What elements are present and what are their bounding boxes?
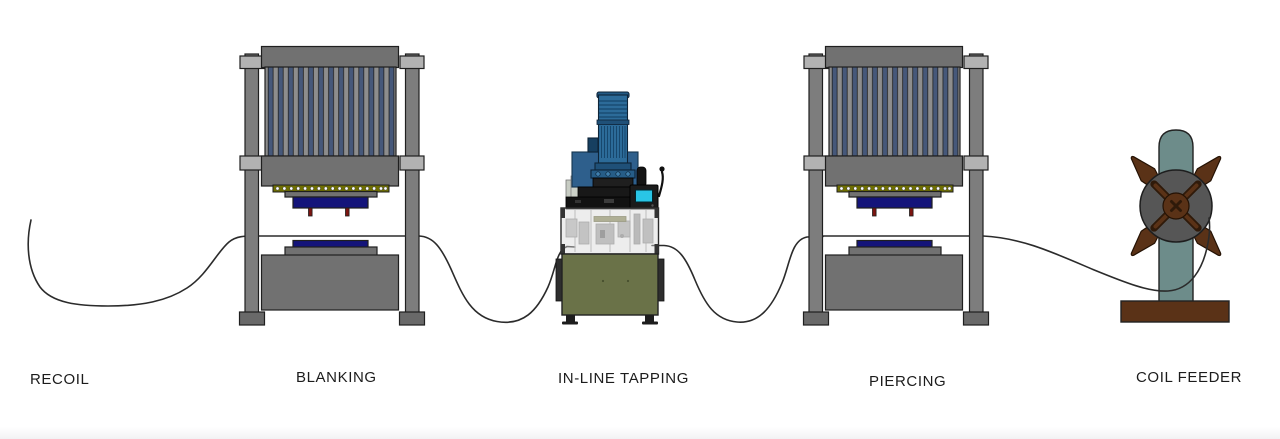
feeder-base [1120, 300, 1230, 323]
inline-tapping-machine [555, 91, 665, 325]
strip-wire-tapping-to-piercing [651, 235, 824, 323]
tapping-motor [587, 91, 636, 179]
label-inline-tapping: IN-LINE TAPPING [558, 370, 689, 387]
motor-junction-box [587, 137, 599, 153]
floor-shadow [0, 427, 1280, 439]
control-panel [629, 184, 659, 210]
strip-wire-piercing-to-coil [982, 217, 1211, 292]
cabinet-foot-right [645, 315, 654, 322]
hand-lever [657, 170, 664, 198]
label-coil-feeder: COIL FEEDER [1136, 369, 1243, 386]
enclosure-olive-bar [593, 216, 627, 222]
piercing-press [802, 45, 990, 326]
control-screen [635, 189, 653, 203]
tapping-enclosure [560, 207, 660, 255]
signal-lamp [636, 166, 647, 188]
cabinet-foot-left [566, 315, 575, 322]
coil-hub-cross [1170, 200, 1182, 212]
hand-lever-knob [659, 166, 665, 172]
tapping-cabinet [555, 253, 665, 325]
coil-feeder [1120, 129, 1230, 323]
strip-wire-recoil [27, 219, 260, 307]
label-piercing: PIERCING [869, 373, 947, 390]
blanking-press [238, 45, 426, 326]
label-recoil: RECOIL [30, 371, 90, 388]
strip-wire-blanking-to-tapping [404, 235, 576, 324]
label-blanking: BLANKING [296, 369, 377, 386]
